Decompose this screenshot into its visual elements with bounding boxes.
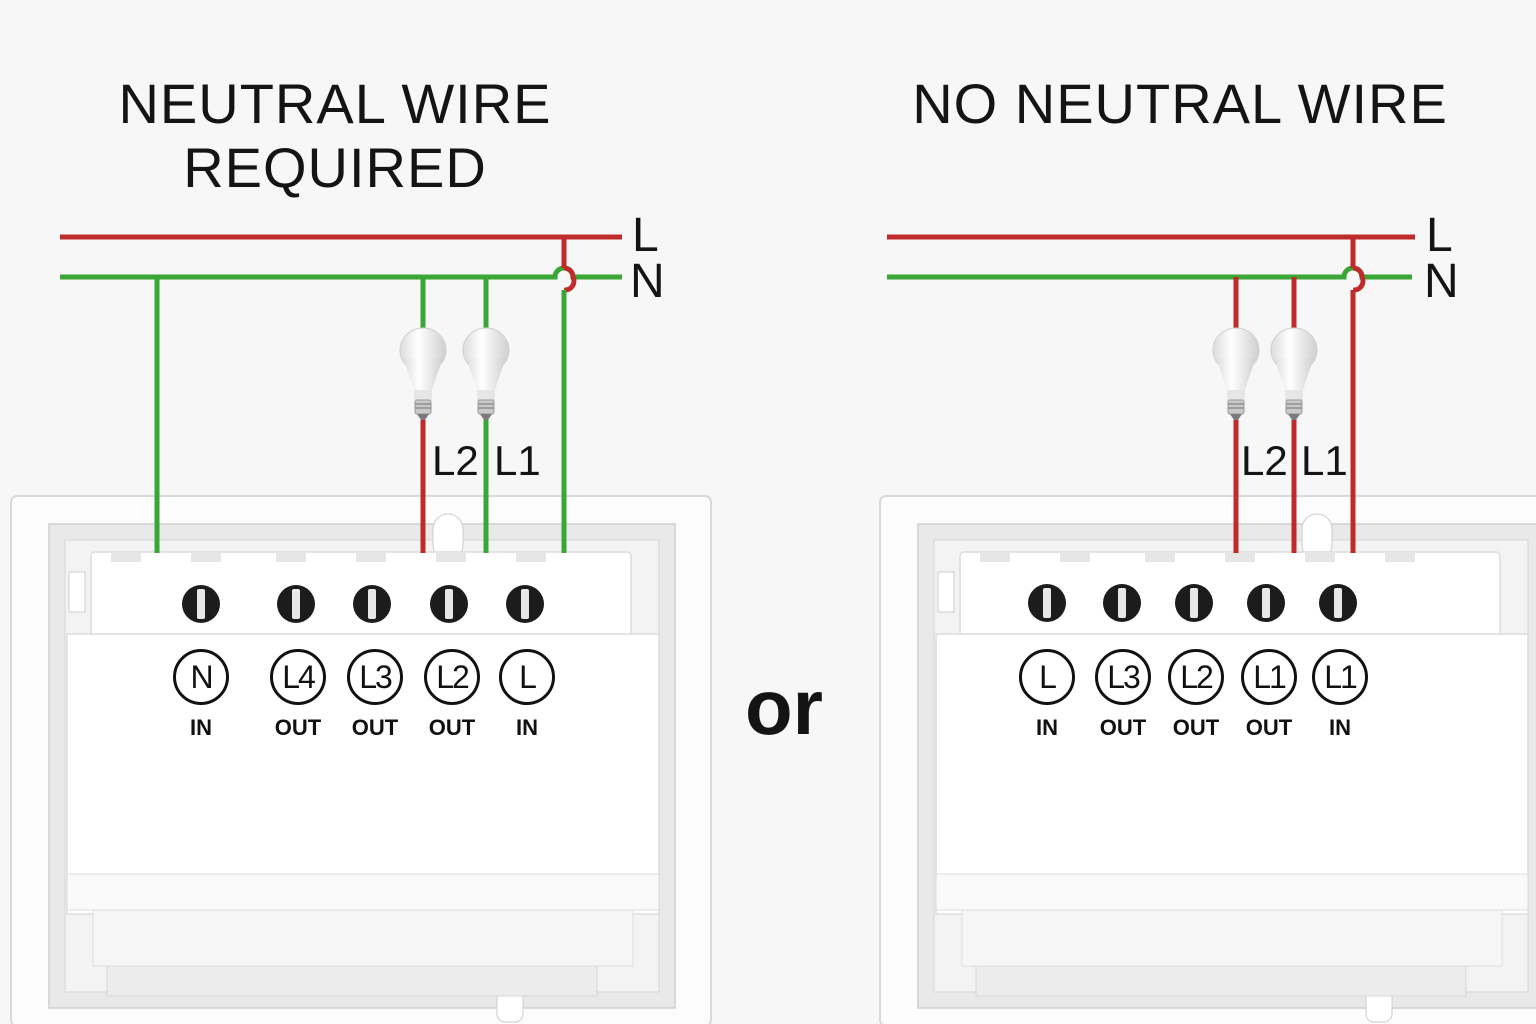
left-bulb-1 — [399, 327, 447, 421]
left-terminal-dir: OUT — [274, 715, 322, 740]
right-terminal-dir: IN — [1036, 715, 1058, 740]
right-terminal: L3 — [1095, 649, 1151, 705]
right-wire-label-l2: L2 — [1241, 437, 1288, 484]
right-neutral-label: N — [1424, 255, 1459, 308]
right-wires — [887, 234, 1415, 553]
right-terminal: L2 — [1168, 649, 1224, 705]
title-left-line1: NEUTRAL WIRE — [118, 72, 552, 135]
title-no-neutral: NO NEUTRAL WIRE — [912, 72, 1448, 135]
left-terminal: L3 — [347, 649, 403, 705]
right-terminal-dir: OUT — [1099, 715, 1147, 740]
left-wires — [60, 234, 622, 553]
left-bulb-2 — [462, 327, 510, 421]
left-neutral-rail — [60, 265, 622, 280]
left-terminal: L2 — [424, 649, 480, 705]
left-terminal-dir: IN — [190, 715, 212, 740]
right-terminal: L1 — [1312, 649, 1368, 705]
title-neutral-required: NEUTRAL WIRE REQUIRED — [60, 72, 610, 200]
right-terminal-dir: IN — [1329, 715, 1351, 740]
left-terminal: L4 — [270, 649, 326, 705]
right-terminal-dir: OUT — [1245, 715, 1293, 740]
right-bulb-1 — [1212, 327, 1260, 421]
left-terminal: L — [499, 649, 555, 705]
left-wire-label-l2: L2 — [432, 437, 479, 484]
right-terminal: L1 — [1241, 649, 1297, 705]
title-left-line2: REQUIRED — [183, 136, 487, 199]
right-neutral-rail — [887, 265, 1412, 280]
right-live-label: L — [1426, 209, 1453, 262]
left-neutral-label: N — [630, 255, 665, 308]
or-separator: or — [745, 663, 823, 751]
right-terminal: L — [1019, 649, 1075, 705]
left-wire-label-l1: L1 — [494, 437, 541, 484]
left-live-label: L — [632, 209, 659, 262]
right-wire-label-l1: L1 — [1301, 437, 1348, 484]
left-terminal-dir: IN — [516, 715, 538, 740]
right-terminal-dir: OUT — [1172, 715, 1220, 740]
left-terminal: N — [173, 649, 229, 705]
left-terminal-dir: OUT — [428, 715, 476, 740]
left-terminal-dir: OUT — [351, 715, 399, 740]
right-bulb-2 — [1270, 327, 1318, 421]
